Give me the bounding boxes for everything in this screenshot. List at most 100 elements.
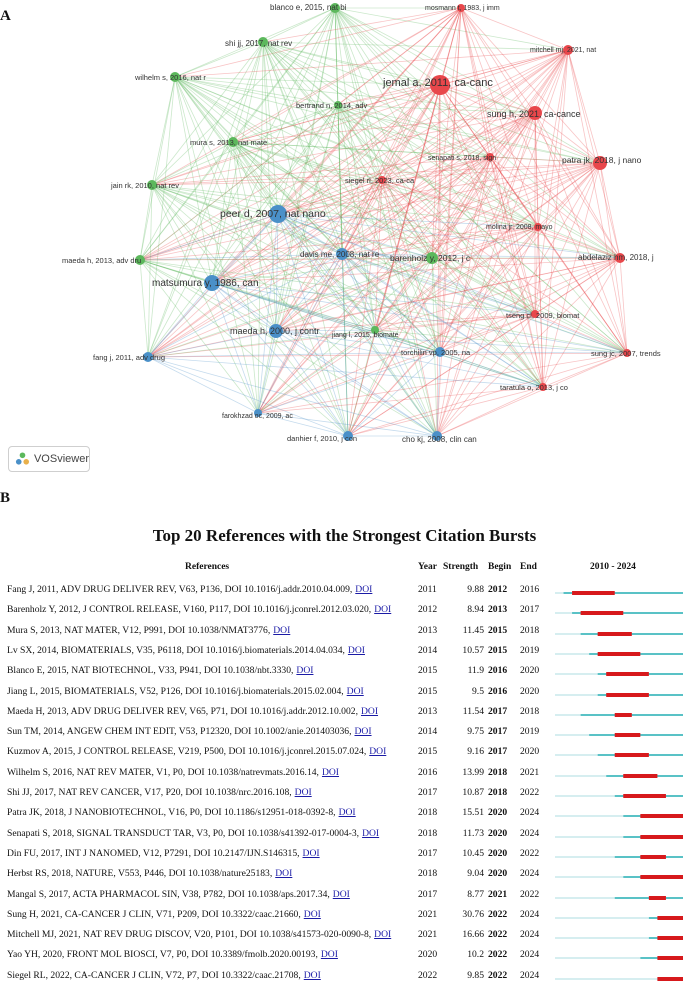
end-cell: 2020 <box>520 685 540 697</box>
doi-link[interactable]: DOI <box>338 807 356 819</box>
network-edge <box>174 76 601 164</box>
network-edge <box>211 282 628 354</box>
network-edge <box>431 162 601 259</box>
network-edge <box>275 330 438 437</box>
network-node-label: senapati s, 2018, sign <box>428 155 496 162</box>
reference-text: Mangal S, 2017, ACTA PHARMACOL SIN, V38,… <box>7 888 330 900</box>
network-edge <box>341 179 383 255</box>
doi-link[interactable]: DOI <box>294 787 312 798</box>
network-edge <box>334 7 441 86</box>
network-edge <box>460 7 491 158</box>
network-edge <box>151 184 433 259</box>
network-edge <box>257 156 491 414</box>
network-node <box>371 326 379 334</box>
network-edge <box>147 356 438 437</box>
network-edge <box>151 184 376 331</box>
network-edge <box>334 7 544 388</box>
end-cell: 2024 <box>520 969 540 981</box>
network-edge <box>232 141 438 437</box>
doi-link[interactable]: DOI <box>360 705 379 717</box>
doi-link[interactable]: DOI <box>303 908 321 920</box>
table-row: Fang J, 2011, ADV DRUG DELIVER REV, V63,… <box>0 582 689 602</box>
network-edge <box>436 386 544 437</box>
network-node <box>531 310 539 318</box>
burst-timeline <box>555 712 683 717</box>
network-edge <box>139 259 376 331</box>
doi-link[interactable]: DOI <box>296 665 314 677</box>
strength-cell: 9.75 <box>467 726 484 738</box>
network-edge <box>257 386 544 414</box>
network-edge <box>341 253 433 259</box>
network-edge <box>534 112 539 228</box>
network-edge <box>334 7 349 437</box>
network-edge <box>599 162 628 354</box>
doi-link[interactable]: DOI <box>346 685 364 697</box>
network-edge <box>439 49 569 353</box>
network-node <box>135 255 145 265</box>
burst-timeline <box>555 631 683 636</box>
end-cell: 2022 <box>520 888 540 900</box>
doi-link[interactable]: DOI <box>320 949 338 961</box>
network-node-label: blanco e, 2015, nat bi <box>270 3 347 12</box>
network-edge <box>262 41 601 164</box>
network-edge <box>374 313 536 331</box>
network-edge <box>347 329 376 437</box>
doi-link[interactable]: DOI <box>273 624 291 636</box>
network-node <box>269 324 283 338</box>
network-edge <box>174 76 213 284</box>
reference-text: Din FU, 2017, INT J NANOMED, V12, P7291,… <box>7 847 300 859</box>
doi-link[interactable]: DOI <box>332 888 350 900</box>
doi-link[interactable]: DOI <box>302 847 320 859</box>
network-edge <box>374 49 569 331</box>
doi-link[interactable]: DOI <box>354 726 372 738</box>
begin-cell: 2015 <box>488 644 508 656</box>
network-edge <box>147 226 539 358</box>
network-edge <box>257 179 383 414</box>
network-node <box>486 153 494 161</box>
network-edge <box>151 184 259 414</box>
year-cell: 2018 <box>418 827 438 839</box>
end-cell: 2020 <box>520 746 540 758</box>
network-edge <box>139 259 149 358</box>
doi-link[interactable]: DOI <box>374 929 392 941</box>
doi-link[interactable]: DOI <box>275 868 293 880</box>
doi-link[interactable]: DOI <box>347 644 365 656</box>
network-edge <box>151 179 383 186</box>
network-edge <box>431 49 569 259</box>
year-cell: 2016 <box>418 766 438 778</box>
network-edge <box>232 141 628 354</box>
network-edge <box>139 141 234 261</box>
network-edge <box>257 84 441 414</box>
network-edge <box>337 104 491 158</box>
network-node-label: davis me, 2008, nat re <box>300 250 380 259</box>
doi-link[interactable]: DOI <box>369 746 387 758</box>
network-edge <box>275 329 376 332</box>
network-node-label: jain rk, 2010, nat rev <box>110 181 179 190</box>
burst-timeline <box>555 956 683 961</box>
network-edge <box>275 330 628 354</box>
reference-text: Barenholz Y, 2012, J CONTROL RELEASE, V1… <box>7 604 372 616</box>
network-edge <box>174 76 339 106</box>
doi-link[interactable]: DOI <box>362 827 380 839</box>
network-edge <box>211 7 336 284</box>
network-edge <box>439 351 628 354</box>
end-cell: 2024 <box>520 908 540 920</box>
reference-text: Lv SX, 2014, BIOMATERIALS, V35, P6118, D… <box>7 644 345 656</box>
network-edge <box>460 7 569 51</box>
network-edge <box>341 253 441 353</box>
doi-link[interactable]: DOI <box>321 766 340 778</box>
network-edge <box>431 257 628 354</box>
doi-link[interactable]: DOI <box>374 604 392 616</box>
network-edge <box>232 141 441 353</box>
network-edge <box>374 329 628 354</box>
network-edge <box>139 259 438 437</box>
network-edge <box>439 257 621 353</box>
doi-link[interactable]: DOI <box>355 584 373 595</box>
reference-cell: Siegel RL, 2022, CA-CANCER J CLIN, V72, … <box>7 970 321 981</box>
network-edge <box>211 179 383 284</box>
network-edge <box>439 7 462 86</box>
network-edge <box>341 226 539 255</box>
doi-link[interactable]: DOI <box>303 969 321 981</box>
network-edge <box>275 253 343 332</box>
